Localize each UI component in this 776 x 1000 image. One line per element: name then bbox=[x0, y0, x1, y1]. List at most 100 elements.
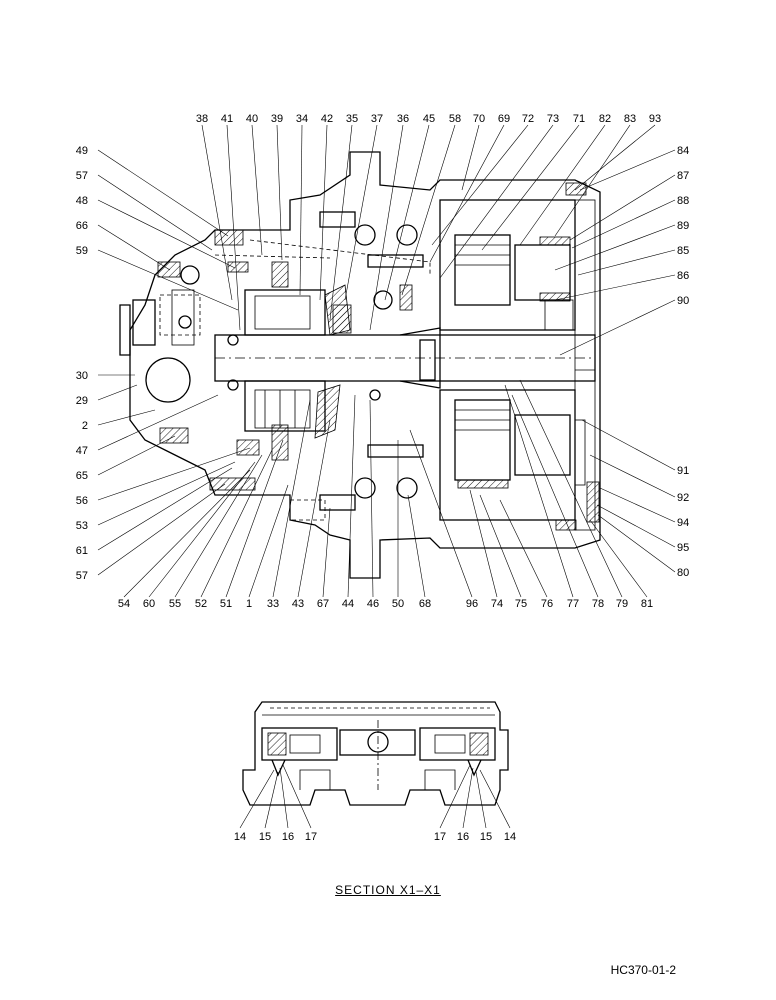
sun-gear-upper bbox=[514, 244, 571, 301]
callout-label: 53 bbox=[76, 520, 88, 532]
callout-label: 14 bbox=[234, 831, 246, 843]
callout-label: 77 bbox=[567, 598, 579, 610]
callout-label: 71 bbox=[573, 113, 585, 125]
callout-label: 57 bbox=[76, 170, 88, 182]
callout-label: 89 bbox=[677, 220, 689, 232]
cylinder-block-upper bbox=[244, 289, 326, 336]
callout-label: 59 bbox=[76, 245, 88, 257]
callout-label: 45 bbox=[423, 113, 435, 125]
section-title: SECTION X1–X1 bbox=[0, 883, 776, 897]
swash-plate-lower bbox=[314, 384, 341, 439]
callout-label: 83 bbox=[624, 113, 636, 125]
callout-label: 42 bbox=[321, 113, 333, 125]
callout-label: 48 bbox=[76, 195, 88, 207]
callout-label: 86 bbox=[677, 270, 689, 282]
callout-label: 52 bbox=[195, 598, 207, 610]
callout-label: 29 bbox=[76, 395, 88, 407]
callout-label: 38 bbox=[196, 113, 208, 125]
section-x1-view bbox=[239, 701, 511, 829]
bearing-ball-2 bbox=[396, 224, 418, 246]
callout-label: 75 bbox=[515, 598, 527, 610]
callout-label: 15 bbox=[259, 831, 271, 843]
callout-label: 74 bbox=[491, 598, 503, 610]
callout-label: 68 bbox=[419, 598, 431, 610]
callout-label: 33 bbox=[267, 598, 279, 610]
callout-label: 72 bbox=[522, 113, 534, 125]
callout-label: 94 bbox=[677, 517, 689, 529]
planet-gear-upper bbox=[454, 234, 511, 306]
valve-plug-bottom bbox=[209, 477, 256, 491]
callout-label: 50 bbox=[392, 598, 404, 610]
callout-label: 69 bbox=[498, 113, 510, 125]
callout-label: 84 bbox=[677, 145, 689, 157]
valve-plug-top bbox=[214, 229, 244, 246]
callout-label: 39 bbox=[271, 113, 283, 125]
main-section-view bbox=[119, 151, 601, 579]
callout-label: 67 bbox=[317, 598, 329, 610]
callout-label: 1 bbox=[246, 598, 252, 610]
housing-outline bbox=[129, 151, 601, 579]
callout-label: 16 bbox=[457, 831, 469, 843]
left-cover bbox=[119, 304, 131, 356]
callout-label: 96 bbox=[466, 598, 478, 610]
section-title-text: SECTION X1–X1 bbox=[335, 883, 441, 897]
callout-label: 82 bbox=[599, 113, 611, 125]
callout-label: 90 bbox=[677, 295, 689, 307]
document-code: HC370-01-2 bbox=[610, 963, 676, 977]
callout-label: 57 bbox=[76, 570, 88, 582]
callout-label: 43 bbox=[292, 598, 304, 610]
bearing-ball-1 bbox=[354, 224, 376, 246]
callout-label: 81 bbox=[641, 598, 653, 610]
callouts-bottom: 54 60 55 52 51 1 33 43 67 44 46 50 68 96… bbox=[118, 598, 653, 610]
callout-label: 41 bbox=[221, 113, 233, 125]
callout-label: 34 bbox=[296, 113, 308, 125]
callout-leaders bbox=[97, 124, 676, 598]
callout-label: 93 bbox=[649, 113, 661, 125]
callout-label: 49 bbox=[76, 145, 88, 157]
callout-label: 2 bbox=[82, 420, 88, 432]
bearing-ball-3 bbox=[354, 477, 376, 499]
callout-label: 30 bbox=[76, 370, 88, 382]
callouts-section-left: 14 15 16 17 bbox=[234, 831, 317, 843]
section-x1-body bbox=[242, 701, 509, 806]
callout-label: 44 bbox=[342, 598, 354, 610]
callout-label: 65 bbox=[76, 470, 88, 482]
callout-label: 51 bbox=[220, 598, 232, 610]
callouts-section-right: 17 16 15 14 bbox=[434, 831, 516, 843]
gear-housing-lower bbox=[439, 389, 576, 521]
callout-label: 60 bbox=[143, 598, 155, 610]
callouts-left: 49 57 48 66 59 30 29 2 47 65 56 53 61 57 bbox=[76, 145, 88, 582]
callout-label: 37 bbox=[371, 113, 383, 125]
callout-label: 66 bbox=[76, 220, 88, 232]
callout-label: 79 bbox=[616, 598, 628, 610]
callout-label: 47 bbox=[76, 445, 88, 457]
callout-label: 56 bbox=[76, 495, 88, 507]
callout-label: 91 bbox=[677, 465, 689, 477]
callout-label: 95 bbox=[677, 542, 689, 554]
callout-label: 36 bbox=[397, 113, 409, 125]
callout-label: 92 bbox=[677, 492, 689, 504]
cover-plug bbox=[586, 481, 600, 523]
callout-label: 70 bbox=[473, 113, 485, 125]
callout-label: 61 bbox=[76, 545, 88, 557]
callout-label: 40 bbox=[246, 113, 258, 125]
callouts-top: 38 41 40 39 34 42 35 37 36 45 58 70 69 7… bbox=[196, 113, 661, 125]
callout-label: 78 bbox=[592, 598, 604, 610]
cylinder-block-lower bbox=[244, 380, 326, 432]
callout-label: 17 bbox=[305, 831, 317, 843]
planet-gear-lower bbox=[454, 399, 511, 481]
port-bore bbox=[145, 357, 191, 403]
spool-left bbox=[261, 727, 338, 761]
callout-label: 76 bbox=[541, 598, 553, 610]
callouts-right: 84 87 88 89 85 86 90 91 92 94 95 80 bbox=[677, 145, 689, 579]
bearing-ball-4 bbox=[396, 477, 418, 499]
callout-label: 14 bbox=[504, 831, 516, 843]
callout-label: 46 bbox=[367, 598, 379, 610]
callout-label: 15 bbox=[480, 831, 492, 843]
callout-label: 54 bbox=[118, 598, 130, 610]
sun-gear-lower bbox=[514, 414, 571, 476]
callout-label: 88 bbox=[677, 195, 689, 207]
spool-right bbox=[419, 727, 496, 761]
callout-label: 55 bbox=[169, 598, 181, 610]
